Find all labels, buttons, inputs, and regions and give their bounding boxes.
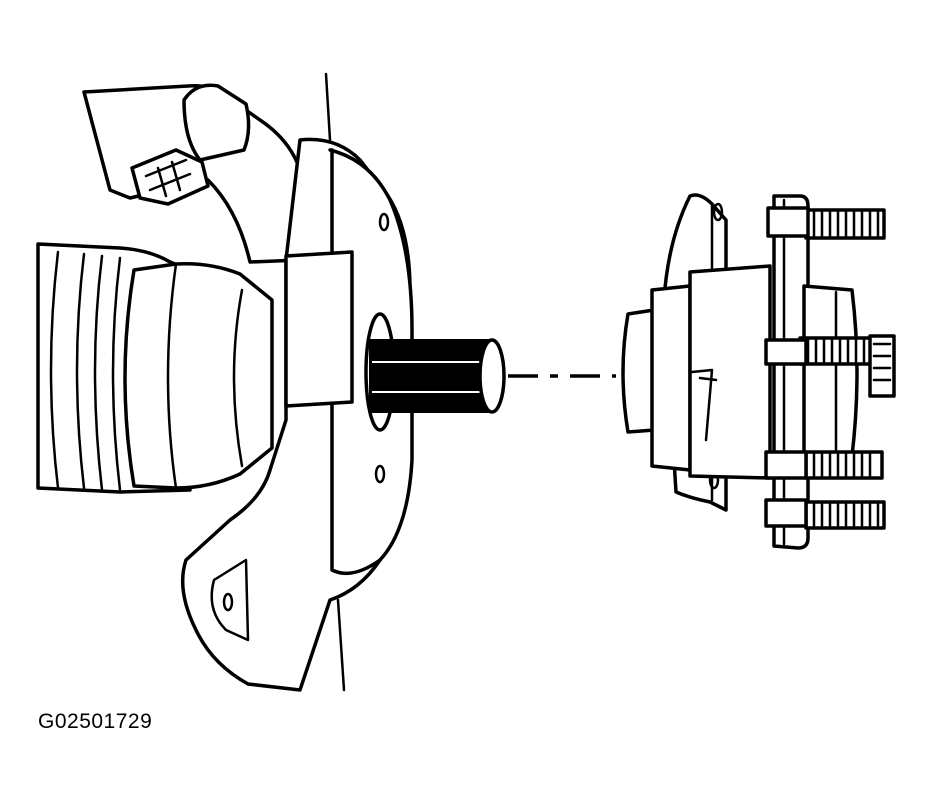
axle-shaft-splines [369, 338, 506, 414]
bolt-hole [374, 464, 386, 484]
bolt-hole [378, 212, 390, 232]
wheel-stud [804, 500, 886, 530]
figure-id-label: G02501729 [38, 710, 153, 733]
wheel-speed-sensor-connector [130, 148, 210, 206]
wheel-stud [804, 208, 886, 240]
wheel-stud [804, 450, 884, 480]
cv-joint-boot [36, 242, 274, 494]
hub-bearing-assembly [621, 193, 896, 550]
wheel-stud [798, 334, 896, 398]
